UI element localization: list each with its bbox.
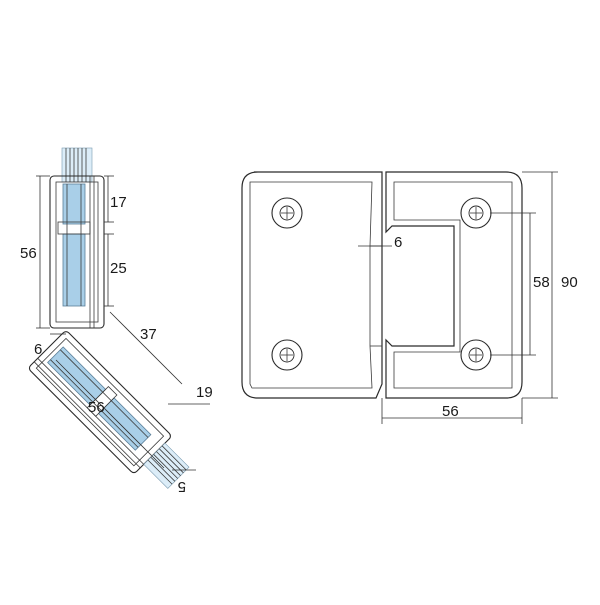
label-glass-thickness: 5 bbox=[178, 478, 186, 495]
vertical-glass-panel bbox=[61, 147, 93, 183]
side-view: 56 17 25 37 6 56 19 5 bbox=[20, 147, 213, 495]
label-bottom-offset: 6 bbox=[34, 341, 42, 358]
label-lower-segment: 25 bbox=[110, 260, 127, 277]
label-angled-width: 19 bbox=[196, 384, 213, 401]
mounting-hole-top-left bbox=[271, 197, 303, 229]
label-angled-length: 37 bbox=[140, 326, 157, 343]
label-hole-spacing: 58 bbox=[533, 274, 550, 291]
label-side-height: 56 bbox=[20, 245, 37, 262]
left-leaf bbox=[241, 171, 383, 399]
side-dimension-lines bbox=[36, 175, 210, 471]
label-overall-height: 90 bbox=[561, 274, 578, 291]
mounting-hole-top-right bbox=[460, 197, 492, 229]
vertical-clamp bbox=[49, 175, 105, 329]
mounting-hole-bottom-left bbox=[271, 339, 303, 371]
label-leaf-gap: 6 bbox=[394, 234, 402, 251]
mounting-hole-bottom-right bbox=[460, 339, 492, 371]
front-view: 6 58 90 56 bbox=[241, 171, 578, 424]
label-leaf-width: 56 bbox=[442, 403, 459, 420]
angled-clamp bbox=[28, 331, 190, 489]
label-top-segment: 17 bbox=[110, 194, 127, 211]
label-angled-total: 56 bbox=[88, 399, 105, 416]
right-leaf bbox=[385, 171, 523, 399]
front-dimension-lines bbox=[358, 171, 558, 424]
